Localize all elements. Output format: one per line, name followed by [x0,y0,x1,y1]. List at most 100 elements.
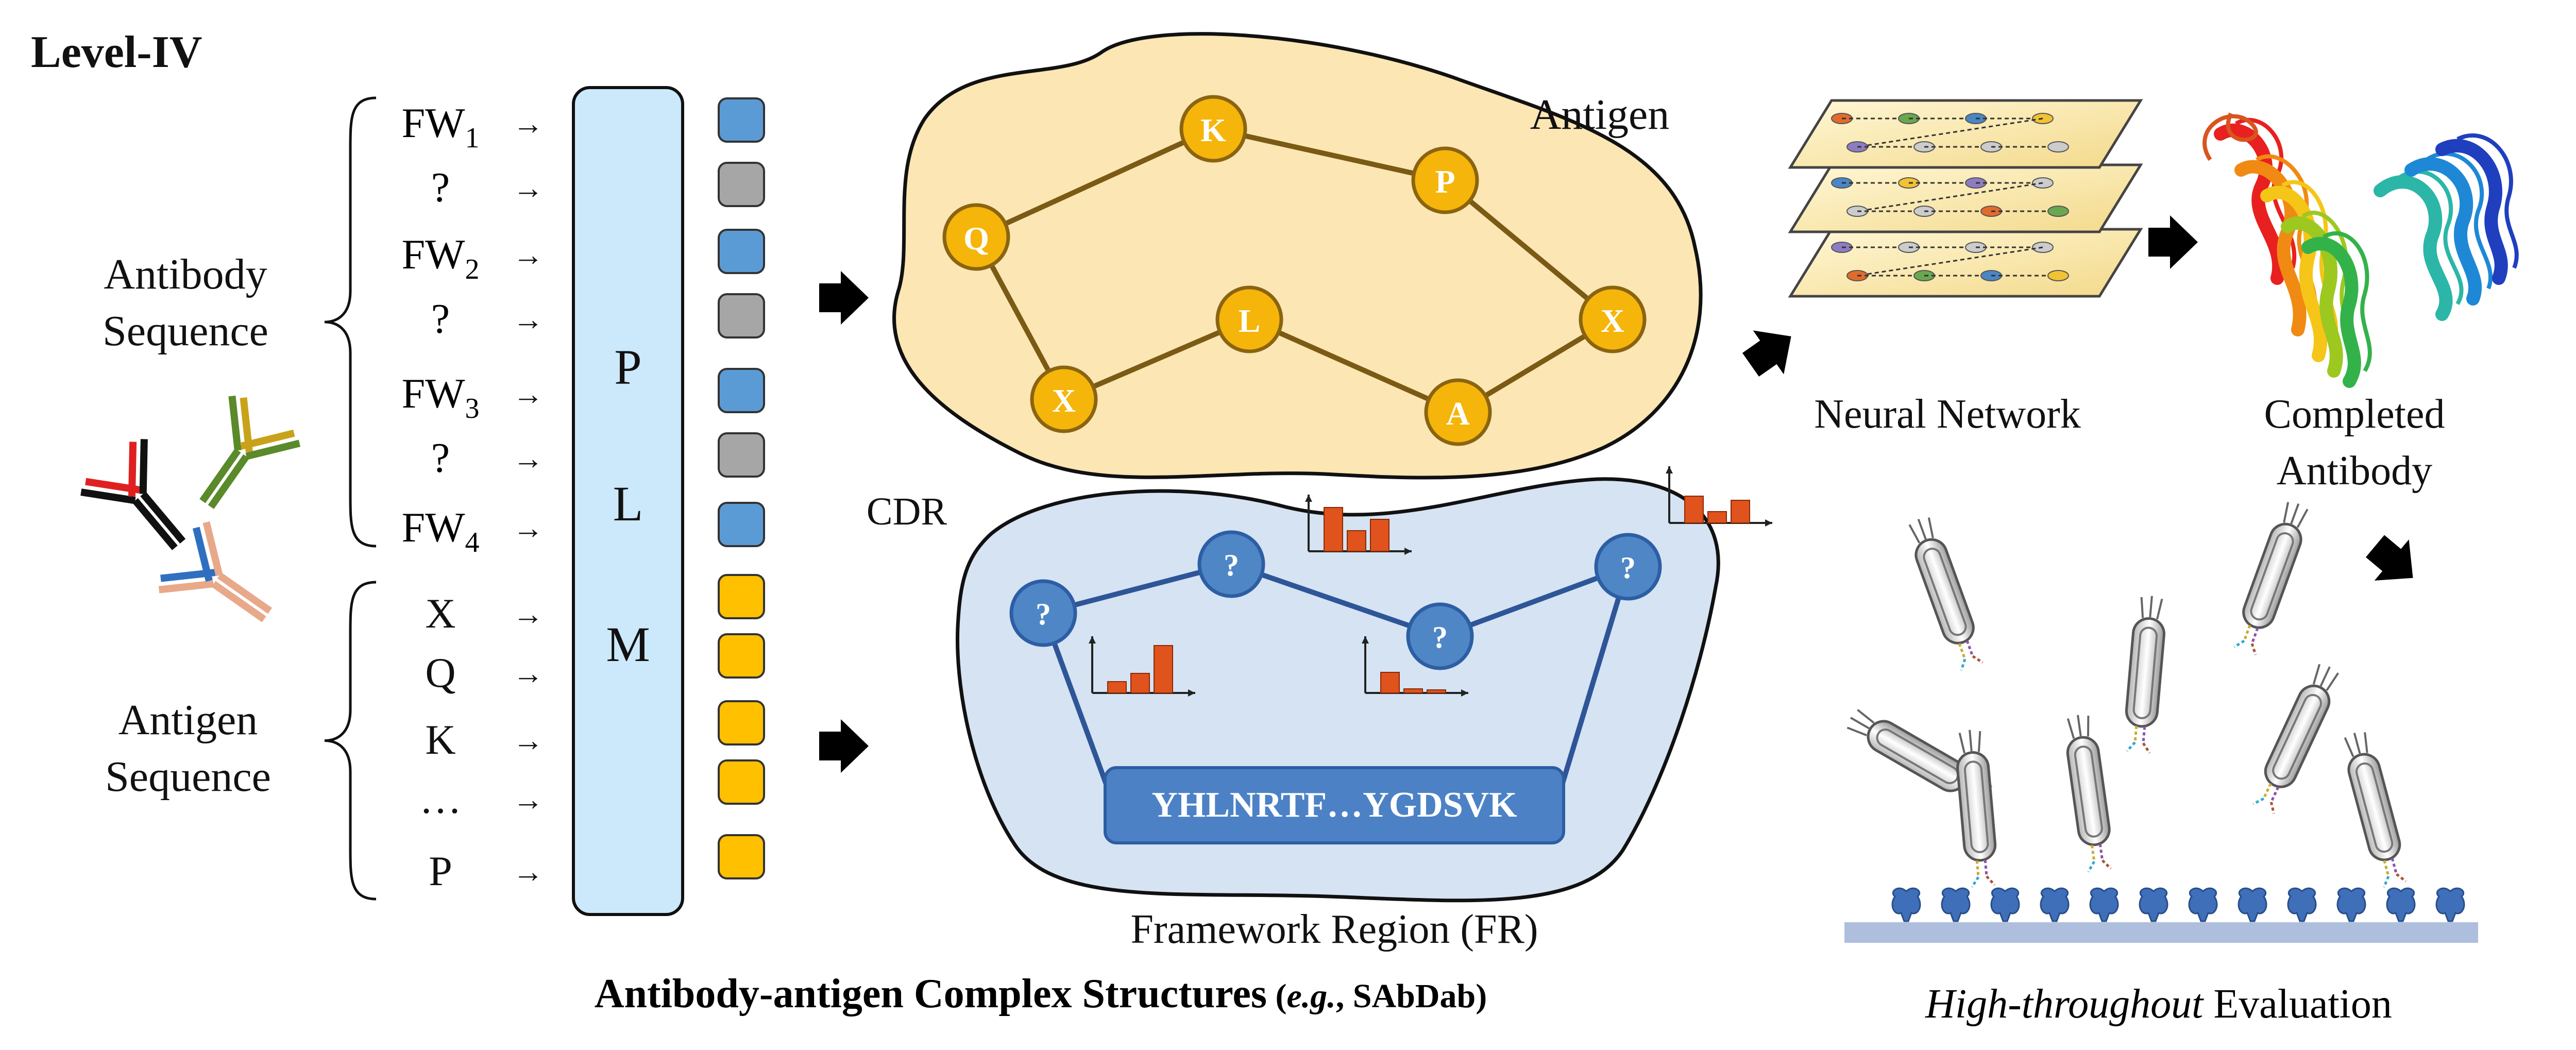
antibody-icon-red [80,439,186,550]
antigen-label-line2: Sequence [105,753,271,801]
antigen-node-4 [1579,285,1647,353]
antigen-brace [324,581,377,901]
antibody-row-7-text: FW [402,504,466,551]
antigen-graph-label: Antigen [1530,91,1670,139]
level-title: Level-IV [31,27,202,77]
token-masked-4 [718,293,765,338]
token-framework-1 [718,97,765,143]
mini-chart-3-bar-2 [1403,688,1423,693]
completed-antibody-line1: Completed [2264,392,2445,437]
arrow-to-cdr-graph [819,719,869,773]
plm-letter-p: P [614,340,641,395]
antibody-row-1: FW1 [402,99,480,154]
framework-sequence-text: YHLNRTF…YGDSVK [1151,785,1517,825]
antigen-region-blob [892,32,1703,480]
evaluation-surface [1844,922,2478,943]
token-antigen-12 [718,834,765,879]
antibody-loop-5 [2322,231,2372,372]
antibody-row-1-subscript: 1 [465,122,480,154]
antigen-node-5-label: L [1239,302,1261,339]
surface-antigen-12 [2435,887,2465,922]
antibody-row-2-arrow: → [513,171,544,205]
antigen-node-2-label: K [1200,112,1226,148]
cdr-node-2-label: ? [1224,548,1239,582]
antibody-ribbon-6 [2374,175,2453,321]
surface-antigen-6 [2139,887,2168,922]
antigen-row-4-arrow: → [513,783,544,817]
antibody-ribbon-1 [2214,124,2286,285]
antigen-node-1 [942,203,1010,271]
antibody-loop-6 [2394,170,2464,306]
mini-chart-3-bar-1 [1380,672,1400,693]
surface-antigen-9 [2287,887,2317,922]
antigen-node-7 [1030,365,1098,433]
evaluation-caption-rest: Evaluation [2203,981,2392,1027]
antibody-ribbon-5 [2301,237,2361,388]
antibody-row-4: ? [431,295,450,342]
token-framework-5 [718,368,765,413]
evaluation-caption: High-throughout Evaluation [1925,981,2392,1027]
antibody-row-3: FW2 [402,231,480,285]
antigen-row-2: Q [425,649,455,696]
plm-letter-l: L [613,476,643,531]
mini-chart-1-bar-1 [1324,507,1343,552]
antibody-ribbon-4 [2281,216,2343,378]
token-antigen-10 [718,700,765,746]
antigen-graph-edge-2 [1212,126,1446,183]
nn-layer-2 [1788,163,2143,233]
surface-antigen-3 [1990,887,2020,922]
phage-5 [2249,660,2344,815]
antigen-row-3: K [425,716,455,763]
antigen-graph-edge-1 [975,126,1215,240]
nn-node-3-8 [2047,270,2069,281]
bottom-caption: Antibody-antigen Complex Structures (e.g… [595,971,1487,1017]
antibody-row-7-subscript: 4 [465,527,480,558]
mini-chart-4-bar-2 [1707,511,1727,523]
arrow-to-neural-network [1735,314,1807,387]
antigen-node-7-label: X [1052,382,1076,419]
antibody-row-1-arrow: → [513,107,544,141]
phage-6 [1954,729,1998,887]
surface-antigen-2 [1941,887,1971,922]
mini-chart-2-bar-2 [1130,673,1150,693]
cdr-node-3 [1406,602,1474,670]
bottom-caption-note-rest: , SAbDab) [1336,977,1487,1015]
antibody-label-line2: Sequence [103,307,268,355]
completed-antibody-line2: Antibody [2277,448,2432,494]
phage-1 [1904,514,1986,671]
token-antigen-8 [718,574,765,619]
cdr-node-4 [1594,533,1662,601]
cdr-graph-edge-2 [1230,562,1441,639]
surface-antigen-7 [2188,887,2218,922]
token-antigen-11 [718,759,765,805]
surface-antigen-8 [2238,887,2267,922]
mini-chart-2-bar-1 [1107,681,1127,693]
antibody-row-7-arrow: → [513,511,544,545]
antigen-row-1-arrow: → [513,597,544,631]
antigen-row-5: P [429,848,452,894]
antigen-row-4: … [419,775,462,822]
antigen-node-3-label: P [1435,163,1455,200]
antigen-node-2 [1179,95,1247,163]
antigen-row-3-arrow: → [513,723,544,757]
antibody-row-2-text: ? [431,164,450,211]
antibody-row-1-text: FW [402,99,466,146]
surface-antigen-10 [2336,887,2366,922]
phage-3 [2123,595,2167,753]
antibody-row-7: FW4 [402,504,480,558]
antibody-row-5-text: FW [402,370,466,417]
antibody-icon-green [199,395,301,510]
antibody-row-4-arrow: → [513,302,544,336]
antigen-node-5 [1215,285,1283,353]
plm-letter-m: M [606,617,650,672]
antibody-loop-top [2202,112,2258,161]
antibody-brace [324,96,377,548]
evaluation-caption-italic: High-throughout [1925,981,2204,1027]
antibody-ribbon-3 [2260,185,2328,362]
bottom-caption-note-italic: e.g. [1286,977,1335,1015]
antigen-label-line1: Antigen [118,696,258,744]
antibody-row-3-subscript: 2 [465,253,480,285]
plm-box [572,86,684,916]
